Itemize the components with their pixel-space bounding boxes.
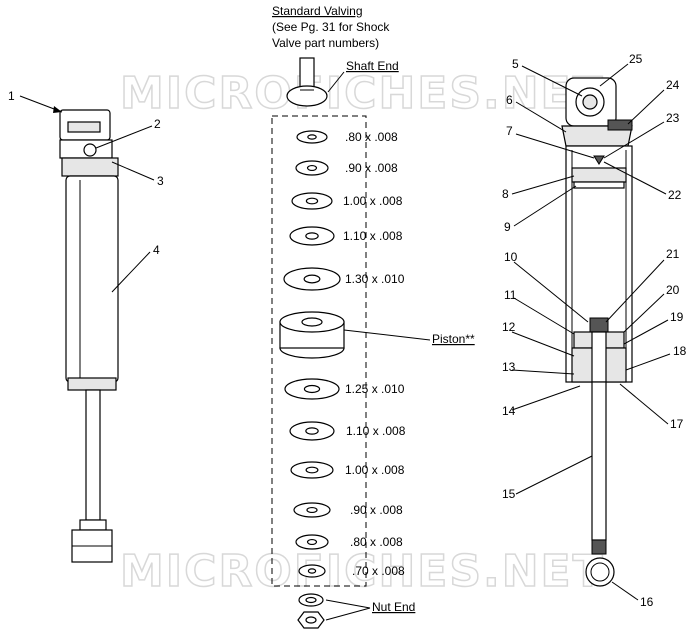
callout-13: 13: [502, 360, 516, 374]
left-callouts: 1 2 3 4: [8, 89, 164, 293]
washer-hole: [305, 197, 319, 205]
callout-16: 16: [640, 595, 654, 609]
washer-size-label: .90 x .008: [345, 161, 398, 175]
callout-4: 4: [153, 243, 160, 257]
callout-19: 19: [670, 310, 684, 324]
valve-stack-header: Standard Valving (See Pg. 31 for Shock V…: [272, 4, 390, 50]
bottom-cap: [67, 377, 117, 391]
washer-hole: [303, 274, 321, 284]
callout-2: 2: [154, 117, 161, 131]
callout-1: 1: [8, 89, 15, 103]
shaft-collar: [79, 519, 107, 531]
nut-end: Nut End: [297, 593, 415, 629]
washer-hole: [306, 538, 318, 546]
callout-11: 11: [504, 288, 517, 302]
piston-label: Piston**: [432, 332, 475, 346]
callout-7: 7: [506, 124, 513, 138]
callout-18: 18: [673, 344, 687, 358]
washer-stack: .80 x .008 .90 x .008 1.00 x .008 1.10 x .0…: [283, 130, 406, 578]
shock-body: [65, 175, 119, 383]
shaft-end: Shaft End: [286, 57, 399, 107]
callout-17: 17: [670, 417, 684, 431]
washer-hole: [307, 134, 317, 140]
washer-hole: [303, 384, 321, 394]
callout-5: 5: [512, 57, 519, 71]
callout-12: 12: [502, 320, 516, 334]
header-note-line2: Valve part numbers): [272, 36, 379, 50]
callout-22: 22: [668, 188, 682, 202]
left-shock-assembly: [59, 109, 119, 563]
washer-size-label: .80 x .008: [345, 130, 398, 144]
callout-20: 20: [666, 283, 680, 297]
callout-10: 10: [504, 250, 518, 264]
watermark-bottom: MICROFICHES.NET: [120, 546, 605, 597]
washer-size-label: .80 x .008: [350, 535, 403, 549]
callout-24: 24: [666, 78, 680, 92]
washer-size-label: 1.10 x .008: [343, 229, 403, 243]
washer-size-label: 1.10 x .008: [346, 424, 406, 438]
callout-25: 25: [629, 52, 643, 66]
washer-size-label: 1.00 x .008: [343, 194, 403, 208]
callout-9: 9: [504, 220, 511, 234]
washer-size-label: .70 x .008: [352, 564, 405, 578]
washer-hole: [306, 164, 318, 172]
callout-6: 6: [506, 93, 513, 107]
washer-size-label: 1.00 x .008: [345, 463, 405, 477]
callout-3: 3: [157, 174, 164, 188]
washer-size-label: .90 x .008: [350, 503, 403, 517]
washer-size-label: 1.30 x .010: [345, 272, 405, 286]
body-collar: [61, 157, 119, 177]
top-bushing: [67, 121, 101, 133]
callout-23: 23: [666, 111, 680, 125]
header-note-line1: (See Pg. 31 for Shock: [272, 20, 390, 34]
callout-14: 14: [502, 404, 516, 418]
piston: Piston**: [279, 311, 475, 359]
standard-valving-title: Standard Valving: [272, 4, 363, 18]
watermark-top: MICROFICHES.NET: [120, 68, 605, 119]
washer-hole: [306, 506, 318, 514]
callout-21: 21: [666, 247, 680, 261]
shaft-end-label: Shaft End: [346, 59, 399, 73]
right-shock-cutaway: [561, 77, 633, 587]
nut-end-label: Nut End: [372, 600, 415, 614]
callout-15: 15: [502, 487, 516, 501]
washer-hole: [305, 232, 319, 240]
right-callouts: 5 25 6 24 7 23 8 22 9 10 21 11 20 12 19 …: [502, 52, 687, 609]
washer-size-label: 1.25 x .010: [345, 382, 405, 396]
washer-hole: [305, 427, 319, 435]
grease-fitting: [83, 143, 97, 157]
valve-stack-frame: [271, 115, 367, 587]
washer-hole: [307, 568, 317, 574]
shaft: [85, 389, 101, 521]
callout-8: 8: [502, 187, 509, 201]
washer-hole: [305, 466, 319, 474]
